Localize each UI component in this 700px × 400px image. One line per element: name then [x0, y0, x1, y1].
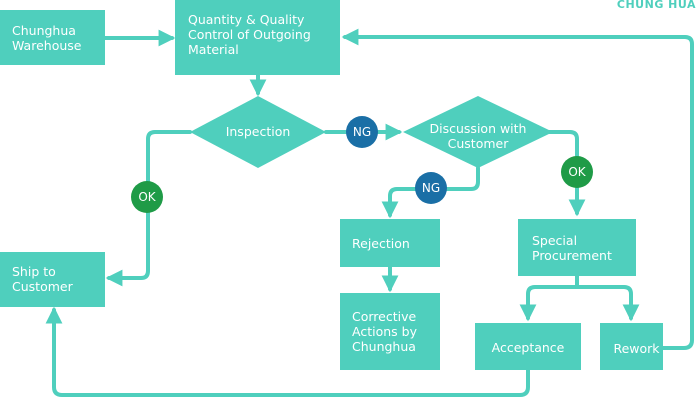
brand-logo-text: CHUNG HUA	[616, 0, 696, 11]
label-ship-to-customer: Ship to Customer	[12, 264, 73, 294]
label-line: Rework	[613, 341, 660, 356]
label-line: Acceptance	[491, 340, 565, 355]
label-corrective-actions: Corrective Actions by Chunghua	[352, 309, 417, 354]
badge-label-ok-discussion: OK	[568, 165, 586, 179]
badge-ok-discussion	[561, 156, 593, 188]
badge-ng-inspection	[346, 116, 378, 148]
node-inspection	[190, 96, 326, 168]
node-corrective-actions	[340, 293, 440, 370]
label-line: Inspection	[225, 124, 291, 139]
label-rework: Rework	[600, 341, 673, 356]
label-line: Material	[188, 42, 239, 57]
node-rework	[600, 323, 663, 370]
label-line: Discussion with	[429, 121, 527, 136]
label-line: Control of Outgoing	[188, 27, 311, 42]
label-line: Customer	[447, 136, 509, 151]
badge-ok-inspection	[131, 181, 163, 213]
edge-acceptance-to-ship	[45, 306, 530, 397]
label-inspection: Inspection	[190, 124, 326, 139]
badge-label-ng-inspection: NG	[352, 125, 372, 139]
node-warehouse	[0, 10, 105, 65]
badge-ng-discussion	[415, 172, 447, 204]
label-line: Rejection	[352, 236, 410, 251]
node-quality-control	[175, 0, 340, 75]
node-special-procurement	[518, 219, 636, 276]
label-rejection: Rejection	[352, 236, 410, 251]
label-quality-control: Quantity & Quality Control of Outgoing M…	[188, 12, 311, 57]
edge-special-to-rework	[575, 285, 640, 322]
edge-special-to-acceptance	[519, 274, 579, 322]
label-line: Ship to	[12, 264, 56, 279]
label-line: Special	[532, 233, 578, 248]
node-ship-to-customer	[0, 252, 105, 307]
label-warehouse: Chunghua Warehouse	[12, 23, 81, 53]
node-acceptance	[475, 323, 581, 370]
label-line: Quantity & Quality	[188, 12, 305, 27]
label-line: Chunghua	[352, 339, 416, 354]
node-discussion	[403, 96, 553, 168]
label-line: Corrective	[352, 309, 417, 324]
label-discussion: Discussion with Customer	[403, 121, 553, 151]
label-line: Warehouse	[12, 38, 82, 53]
edge-rework-to-qc	[341, 28, 694, 350]
edge-discussion-to-special	[545, 130, 586, 217]
label-line: Chunghua	[12, 23, 76, 38]
label-special-procurement: Special Procurement	[532, 233, 612, 263]
label-line: Procurement	[532, 248, 612, 263]
label-acceptance: Acceptance	[475, 340, 581, 355]
node-rejection	[340, 219, 440, 267]
badge-label-ok-inspection: OK	[138, 190, 156, 204]
badge-label-ng-discussion: NG	[421, 181, 441, 195]
label-line: Actions by	[352, 324, 417, 339]
label-line: Customer	[12, 279, 73, 294]
